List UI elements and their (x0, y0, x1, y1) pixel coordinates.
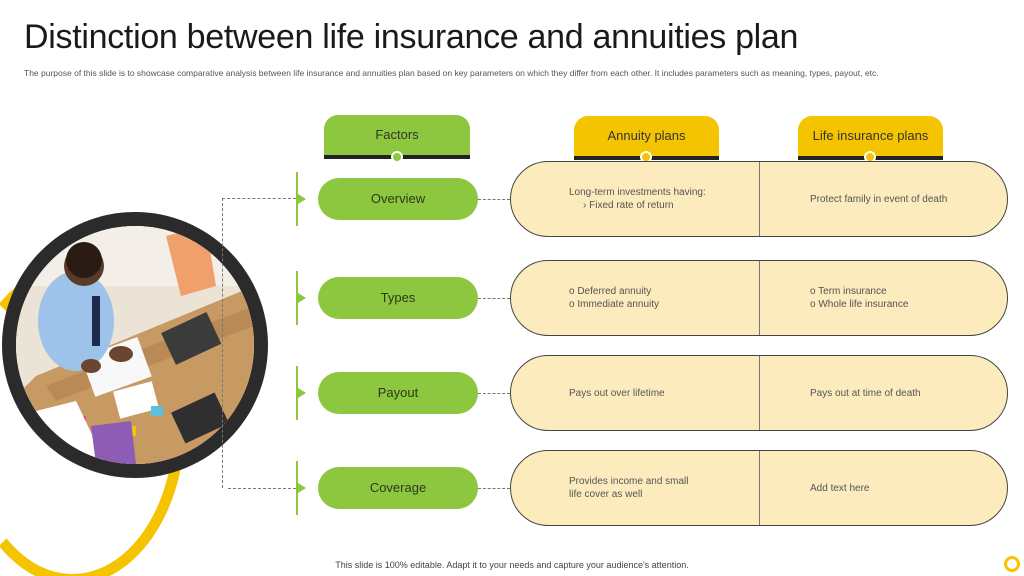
arrow-icon (298, 194, 306, 204)
arrow-icon (298, 293, 306, 303)
life-cell: Pays out at time of death (760, 356, 1008, 430)
comparison-row-payout: Pays out over lifetime Pays out at time … (510, 355, 1008, 431)
row-connector (478, 393, 510, 394)
cell-line: life cover as well (569, 489, 643, 500)
annuity-cell: Provides income and small life cover as … (511, 451, 759, 525)
connector-top (222, 198, 296, 199)
row-connector (478, 199, 510, 200)
row-tick (296, 366, 298, 420)
row-divider (759, 451, 760, 525)
row-tick (296, 172, 298, 226)
cell-line: › Fixed rate of return (583, 200, 674, 211)
arrow-icon (298, 388, 306, 398)
tab-factors-dot (391, 151, 403, 163)
cell-line: o Term insurance (810, 286, 887, 297)
tab-factors-label: Factors (375, 127, 419, 142)
factor-pill-overview: Overview (318, 178, 478, 220)
comparison-row-coverage: Provides income and small life cover as … (510, 450, 1008, 526)
row-connector (478, 298, 510, 299)
life-cell: Add text here (760, 451, 1008, 525)
row-tick (296, 271, 298, 325)
page-title: Distinction between life insurance and a… (24, 18, 799, 56)
life-cell: o Term insurance o Whole life insurance (760, 261, 1008, 335)
row-divider (759, 261, 760, 335)
annuity-cell: o Deferred annuity o Immediate annuity (511, 261, 759, 335)
cell-line: Add text here (810, 482, 870, 494)
comparison-row-types: o Deferred annuity o Immediate annuity o… (510, 260, 1008, 336)
corner-circle-icon (1004, 556, 1020, 572)
page-subtitle: The purpose of this slide is to showcase… (24, 68, 879, 78)
factor-pill-coverage: Coverage (318, 467, 478, 509)
footer-note: This slide is 100% editable. Adapt it to… (335, 560, 689, 570)
cell-line: o Whole life insurance (810, 299, 909, 310)
comparison-row-overview: Long-term investments having: › Fixed ra… (510, 161, 1008, 237)
annuity-cell: Pays out over lifetime (511, 356, 759, 430)
factor-pill-payout: Payout (318, 372, 478, 414)
tab-factors: Factors (324, 115, 470, 155)
tab-annuity: Annuity plans (574, 116, 719, 156)
cell-line: Long-term investments having: (569, 187, 706, 198)
life-cell: Protect family in event of death (760, 162, 1008, 236)
tab-annuity-label: Annuity plans (607, 128, 686, 143)
row-connector (478, 488, 510, 489)
cell-line: Pays out at time of death (810, 387, 921, 399)
connector-bottom (228, 488, 296, 489)
factor-pill-types: Types (318, 277, 478, 319)
businessman-photo (16, 226, 254, 464)
row-divider (759, 356, 760, 430)
tab-life-label: Life insurance plans (812, 128, 929, 143)
cell-line: Pays out over lifetime (569, 387, 665, 399)
row-divider (759, 162, 760, 236)
cell-line: Protect family in event of death (810, 193, 948, 205)
cell-line: o Immediate annuity (569, 299, 660, 310)
cell-line: o Deferred annuity (569, 286, 652, 297)
row-tick (296, 461, 298, 515)
annuity-cell: Long-term investments having: › Fixed ra… (511, 162, 759, 236)
arrow-icon (298, 483, 306, 493)
connector-vertical (222, 198, 223, 488)
tab-life: Life insurance plans (798, 116, 943, 156)
cell-line: Provides income and small (569, 476, 689, 487)
